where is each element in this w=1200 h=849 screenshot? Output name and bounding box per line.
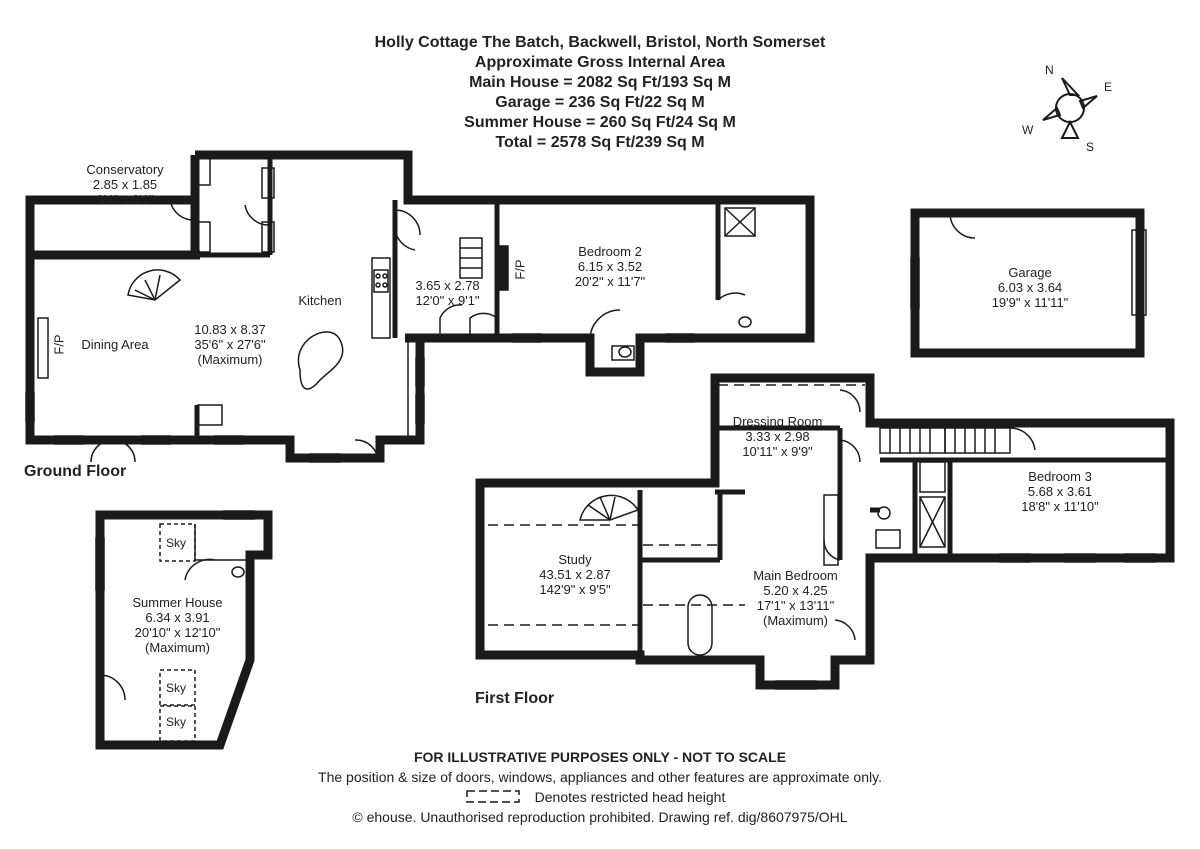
- copyright-notice: © ehouse. Unauthorised reproduction proh…: [352, 809, 848, 825]
- first-floor-fixtures: [488, 384, 1156, 690]
- disclaimer-heading: FOR ILLUSTRATIVE PURPOSES ONLY - NOT TO …: [413, 749, 787, 765]
- skylight-label-2: Sky: [166, 681, 187, 695]
- property-title: Holly Cottage The Batch, Backwell, Brist…: [374, 34, 826, 51]
- kitchen-label: Kitchen: [298, 293, 342, 308]
- compass-rose: [1042, 77, 1098, 139]
- area-heading: Approximate Gross Internal Area: [474, 54, 726, 71]
- disclaimer-text: The position & size of doors, windows, a…: [318, 769, 882, 785]
- conservatory-label: Conservatory 2.85 x 1.85 9'4" x 6'1": [86, 162, 164, 207]
- summer-house-area: Summer House = 260 Sq Ft/24 Sq M: [464, 114, 736, 131]
- ground-floor-label: Ground Floor: [24, 463, 127, 480]
- compass-west: W: [1022, 123, 1034, 137]
- total-area: Total = 2578 Sq Ft/239 Sq M: [495, 134, 705, 151]
- bedroom2-fireplace-label: F/P: [512, 259, 528, 280]
- first-floor-walls: [475, 373, 1175, 690]
- utility-dimensions: 3.65 x 2.78 12'0" x 9'1": [415, 278, 480, 308]
- summer-house-fixtures: [95, 510, 255, 742]
- main-house-area: Main House = 2082 Sq Ft/193 Sq M: [469, 74, 731, 91]
- skylight-label-1: Sky: [166, 536, 187, 550]
- first-floor-inner-walls: [637, 425, 1170, 655]
- dining-area-label: Dining Area: [81, 337, 149, 352]
- compass-south: S: [1086, 140, 1095, 154]
- garage-fixtures: [910, 212, 1147, 316]
- garage-label: Garage 6.03 x 3.64 19'9" x 11'11": [991, 265, 1069, 310]
- restricted-height-legend-icon: [466, 790, 520, 803]
- main-room-dimensions: 10.83 x 8.37 35'6" x 27'6" (Maximum): [194, 322, 266, 367]
- garage-walls: [910, 208, 1145, 358]
- dressing-room-label: Dressing Room 3.33 x 2.98 10'11" x 9'9": [732, 414, 823, 459]
- first-floor-label: First Floor: [475, 690, 555, 707]
- dining-fireplace-label: F/P: [51, 334, 67, 355]
- restricted-height-legend: Denotes restricted head height: [534, 789, 726, 805]
- main-bedroom-label: Main Bedroom 5.20 x 4.25 17'1" x 13'11" …: [753, 568, 838, 628]
- study-label: Study 43.51 x 2.87 142'9" x 9'5": [539, 552, 611, 597]
- summer-house-label: Summer House 6.34 x 3.91 20'10" x 12'10"…: [132, 595, 223, 655]
- bedroom2-label: Bedroom 2 6.15 x 3.52 20'2" x 11'7": [574, 244, 646, 289]
- skylight-label-3: Sky: [166, 715, 187, 729]
- ground-floor-inner-walls: [194, 155, 721, 440]
- compass-east: E: [1104, 80, 1113, 94]
- garage-area: Garage = 236 Sq Ft/22 Sq M: [495, 94, 705, 111]
- summer-house-walls: [95, 510, 273, 750]
- compass-north: N: [1045, 63, 1054, 77]
- bedroom3-label: Bedroom 3 5.68 x 3.61 18'8" x 11'10": [1021, 469, 1099, 514]
- ground-floor-fixtures: [25, 154, 756, 463]
